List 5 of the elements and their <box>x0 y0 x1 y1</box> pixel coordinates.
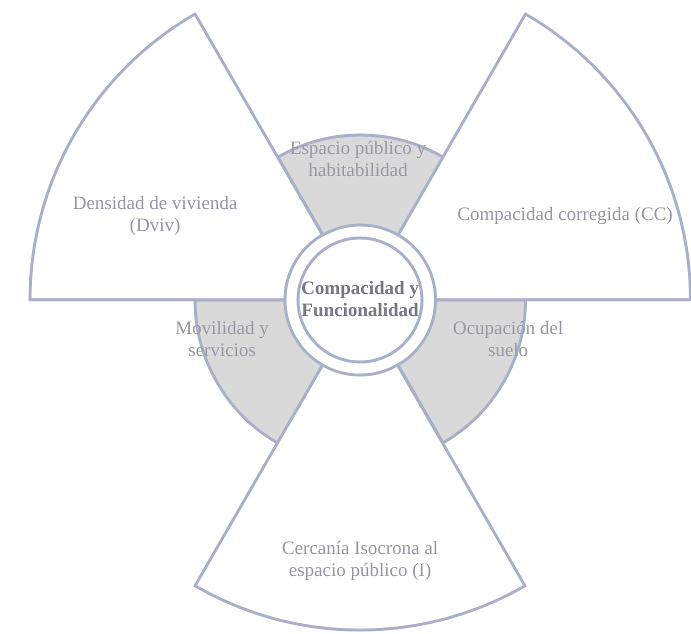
center-title: Compacidad y Funcionalidad <box>300 278 420 322</box>
segment-label: Densidad de vivienda (Dviv) <box>72 192 238 237</box>
segment-label: Cercanía Isocrona al espacio público (I) <box>280 538 440 582</box>
segment-label: Compacidad corregida (CC) <box>456 204 674 226</box>
segment-label: Espacio público y habitabilidad <box>288 138 428 182</box>
